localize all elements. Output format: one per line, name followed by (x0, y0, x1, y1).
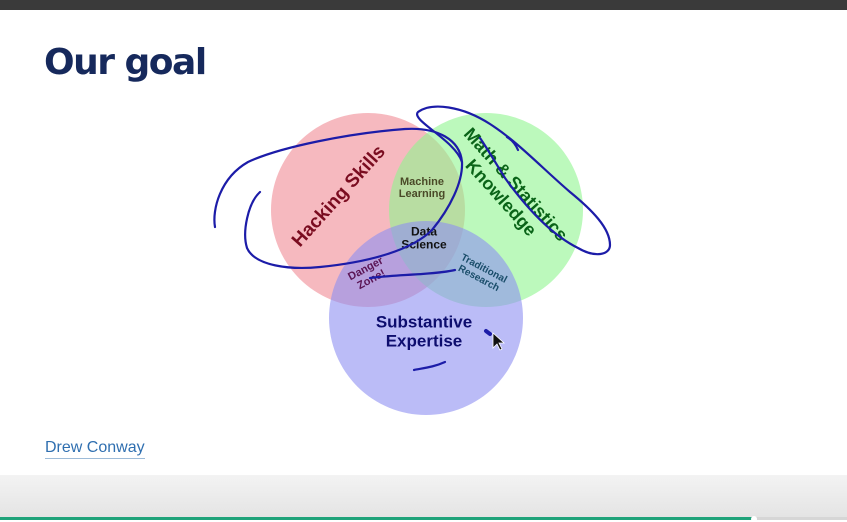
progress-bar-handle[interactable] (750, 516, 757, 522)
venn-diagram: Hacking Skills Math & StatisticsKnowledg… (213, 105, 612, 415)
ink-annotations (213, 105, 612, 372)
ink-stroke-small-a (505, 135, 520, 152)
progress-bar-fill (0, 517, 754, 520)
ink-loop-hacking-skills (213, 127, 464, 270)
ink-underline-danger-zone (368, 268, 457, 280)
slide-title: Our goal (44, 42, 207, 83)
ink-loop-math-statistics (415, 105, 612, 256)
top-bar (0, 0, 847, 10)
drew-conway-link[interactable]: Drew Conway (45, 439, 145, 459)
player-controls-area (0, 475, 847, 522)
circle-substantive-expertise (329, 221, 523, 415)
slide: Our goal Hacking Skills Math & Statistic… (0, 10, 847, 475)
progress-bar-track[interactable] (0, 516, 847, 522)
ink-underline-expertise (412, 360, 447, 372)
ink-dot (484, 329, 492, 336)
cursor-pointer-icon (492, 332, 506, 351)
